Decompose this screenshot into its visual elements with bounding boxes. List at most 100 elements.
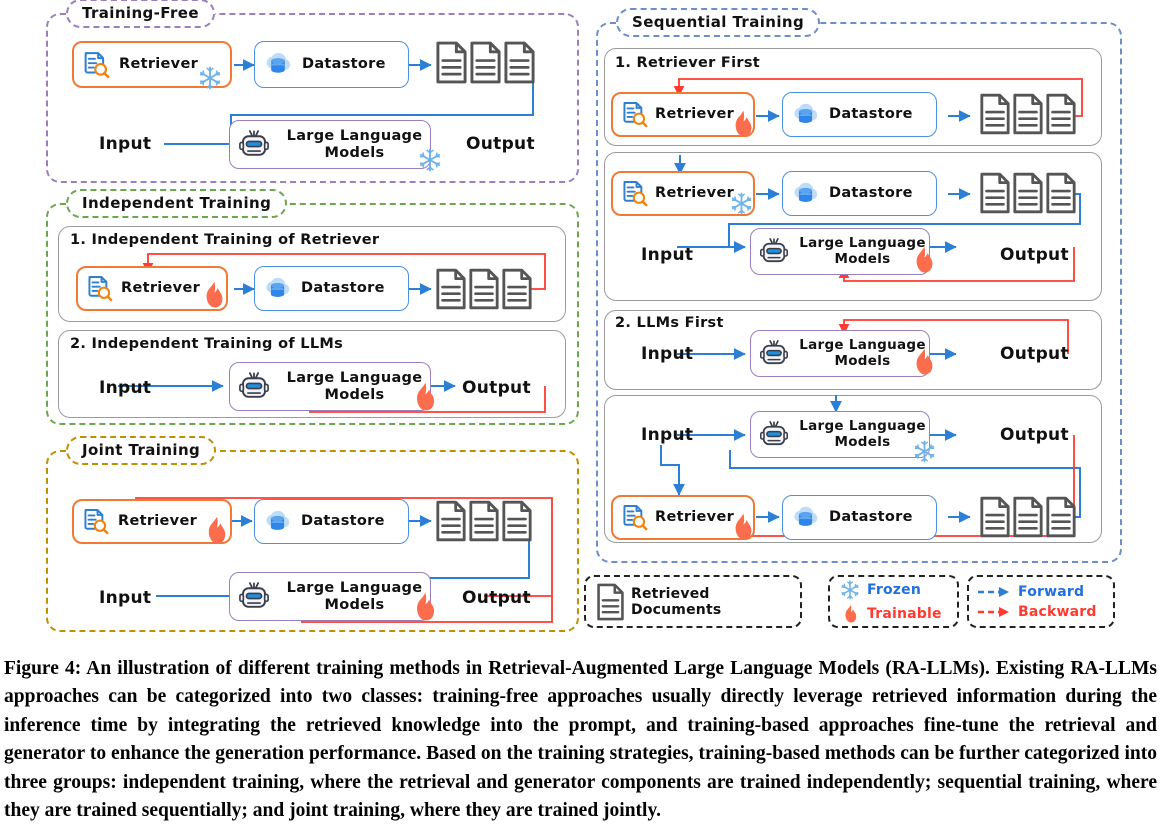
legend-frozen-trainable: Frozen Trainable [828,575,959,628]
robot-icon [236,128,272,161]
retrieved-documents-group [979,172,1077,218]
node-datastore[interactable]: Datastore [254,499,409,544]
retrieved-documents-group [979,93,1077,139]
legend-row-backward: Backward [977,604,1097,620]
flame-icon [732,110,754,142]
document-search-icon [80,50,110,80]
document-icon [435,41,468,88]
document-icon [1045,93,1077,139]
legend-row-forward: Forward [977,584,1097,600]
retrieved-documents-group [435,500,533,546]
node-input: Input [641,425,694,445]
document-icon [468,268,500,314]
document-icon [1012,172,1044,218]
node-label: Retriever [655,185,735,202]
snowflake-icon [913,440,936,467]
document-icon [501,268,533,314]
node-llm[interactable]: Large Language Models [750,228,930,275]
document-icon [435,500,467,546]
node-datastore[interactable]: Datastore [782,171,937,216]
subpanel-title: 2. Independent Training of LLMs [70,336,344,352]
node-input: Input [641,344,694,364]
figure-illustration: Training-Free Retriever Datastore Input [46,0,1122,632]
node-retriever[interactable]: Retriever [72,41,232,88]
robot-icon [757,236,791,267]
cloud-database-icon [261,49,295,80]
document-icon [596,583,625,621]
dashed-arrow-right-icon [977,606,1011,618]
robot-icon [757,338,791,369]
node-label: Large Language Models [286,128,423,161]
node-llm[interactable]: Large Language Models [750,411,930,458]
document-icon [1045,496,1077,542]
document-icon [469,41,502,88]
document-icon [979,496,1011,542]
node-datastore[interactable]: Datastore [254,41,409,88]
document-icon [979,93,1011,139]
document-icon [503,41,536,88]
node-label: Retriever [655,106,735,123]
snowflake-icon [418,148,442,176]
snowflake-icon [840,580,860,600]
legend-arrows: Forward Backward [967,575,1115,628]
flame-icon [203,281,225,313]
section-label-joint-training: Joint Training [66,436,217,465]
node-llm[interactable]: Large Language Models [229,120,431,169]
legend-label: Frozen [867,581,922,598]
node-label: Datastore [301,280,385,297]
node-label: Large Language Models [799,418,926,450]
document-search-icon [619,100,648,129]
snowflake-icon [198,66,222,94]
cloud-database-icon [789,503,822,533]
node-output: Output [1000,344,1069,364]
legend-row-frozen: Frozen [840,580,942,600]
document-icon [1012,496,1044,542]
document-icon [979,172,1011,218]
node-llm[interactable]: Large Language Models [750,330,930,377]
subpanel-title: 2. LLMs First [615,315,724,331]
flame-icon [840,604,860,624]
legend-label: Retrieved Documents [631,585,722,618]
flame-icon [732,513,754,545]
robot-icon [757,419,791,450]
node-input: Input [99,588,152,608]
node-datastore[interactable]: Datastore [782,92,937,137]
cloud-database-icon [261,507,294,537]
flame-icon [413,382,437,416]
node-datastore[interactable]: Datastore [254,266,409,311]
node-llm[interactable]: Large Language Models [229,362,431,411]
snowflake-icon [730,192,753,219]
document-search-icon [619,503,648,532]
node-label: Datastore [829,106,913,123]
node-label: Large Language Models [799,235,926,267]
node-llm[interactable]: Large Language Models [229,572,431,621]
document-search-icon [80,507,109,536]
document-icon [501,500,533,546]
retrieved-documents-group [435,41,536,88]
flame-icon [205,516,228,549]
flame-icon [913,246,935,278]
legend-label: Forward [1018,583,1085,600]
node-datastore[interactable]: Datastore [782,495,937,540]
node-label: Large Language Models [286,370,423,403]
subpanel-title: 1. Independent Training of Retriever [70,232,380,248]
document-icon [435,268,467,314]
node-output: Output [1000,425,1069,445]
figure-caption: Figure 4: An illustration of different t… [4,658,1157,822]
node-output: Output [466,134,535,154]
document-icon [1012,93,1044,139]
document-icon [1045,172,1077,218]
node-label: Retriever [121,280,201,297]
node-label: Retriever [118,513,198,530]
robot-icon [236,370,272,403]
cloud-database-icon [789,179,822,209]
dashed-arrow-right-icon [977,586,1011,598]
node-input: Input [641,245,694,265]
node-label: Datastore [829,185,913,202]
node-output: Output [462,378,531,398]
cloud-database-icon [261,274,294,304]
legend-label: Backward [1018,603,1097,620]
robot-icon [236,580,272,613]
legend-label: Trainable [867,605,942,622]
legend-row-trainable: Trainable [840,604,942,624]
